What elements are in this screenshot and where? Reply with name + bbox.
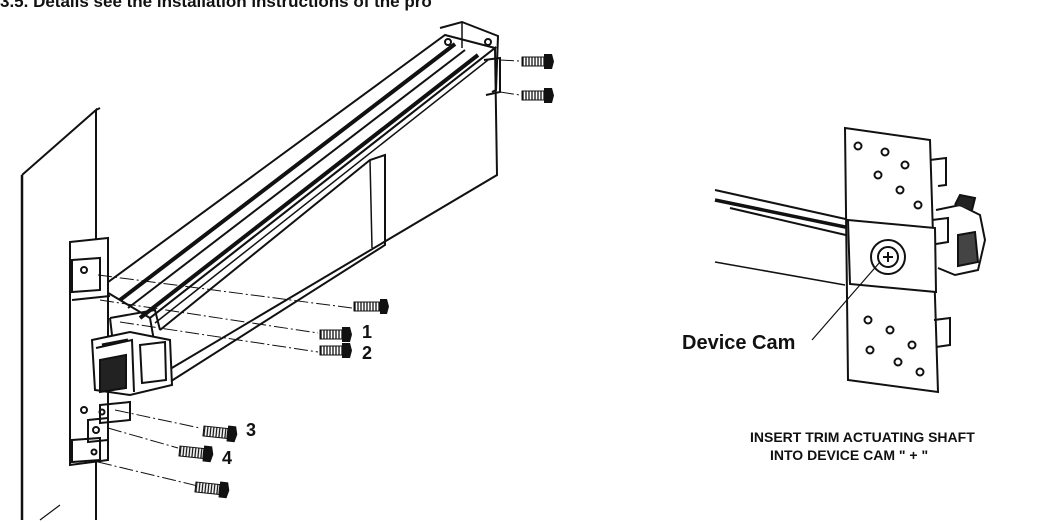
alignment-lines [97, 59, 521, 487]
device-cam-label: Device Cam [682, 332, 796, 354]
instruction-line-1: INSERT TRIM ACTUATING SHAFT [750, 429, 975, 445]
screw-4 [178, 445, 214, 463]
screw-2 [319, 343, 352, 358]
screw-label-2: 2 [362, 343, 373, 363]
device-cam-detail [714, 126, 987, 394]
screw-label-3: 3 [246, 420, 257, 440]
screw-top-right-1 [521, 54, 554, 69]
screw-3 [202, 425, 238, 443]
screw-1 [319, 327, 352, 342]
screw-middle-upper [353, 299, 389, 314]
cropped-heading: 3.5. Details see the installation instru… [0, 0, 432, 11]
instruction-line-2: INTO DEVICE CAM " + " [770, 447, 929, 463]
screw-top-right-2 [521, 88, 554, 103]
mounting-bracket [69, 236, 174, 467]
screw-label-1: 1 [362, 322, 373, 342]
screw-label-4: 4 [222, 448, 233, 468]
screw-bottom [194, 481, 230, 499]
